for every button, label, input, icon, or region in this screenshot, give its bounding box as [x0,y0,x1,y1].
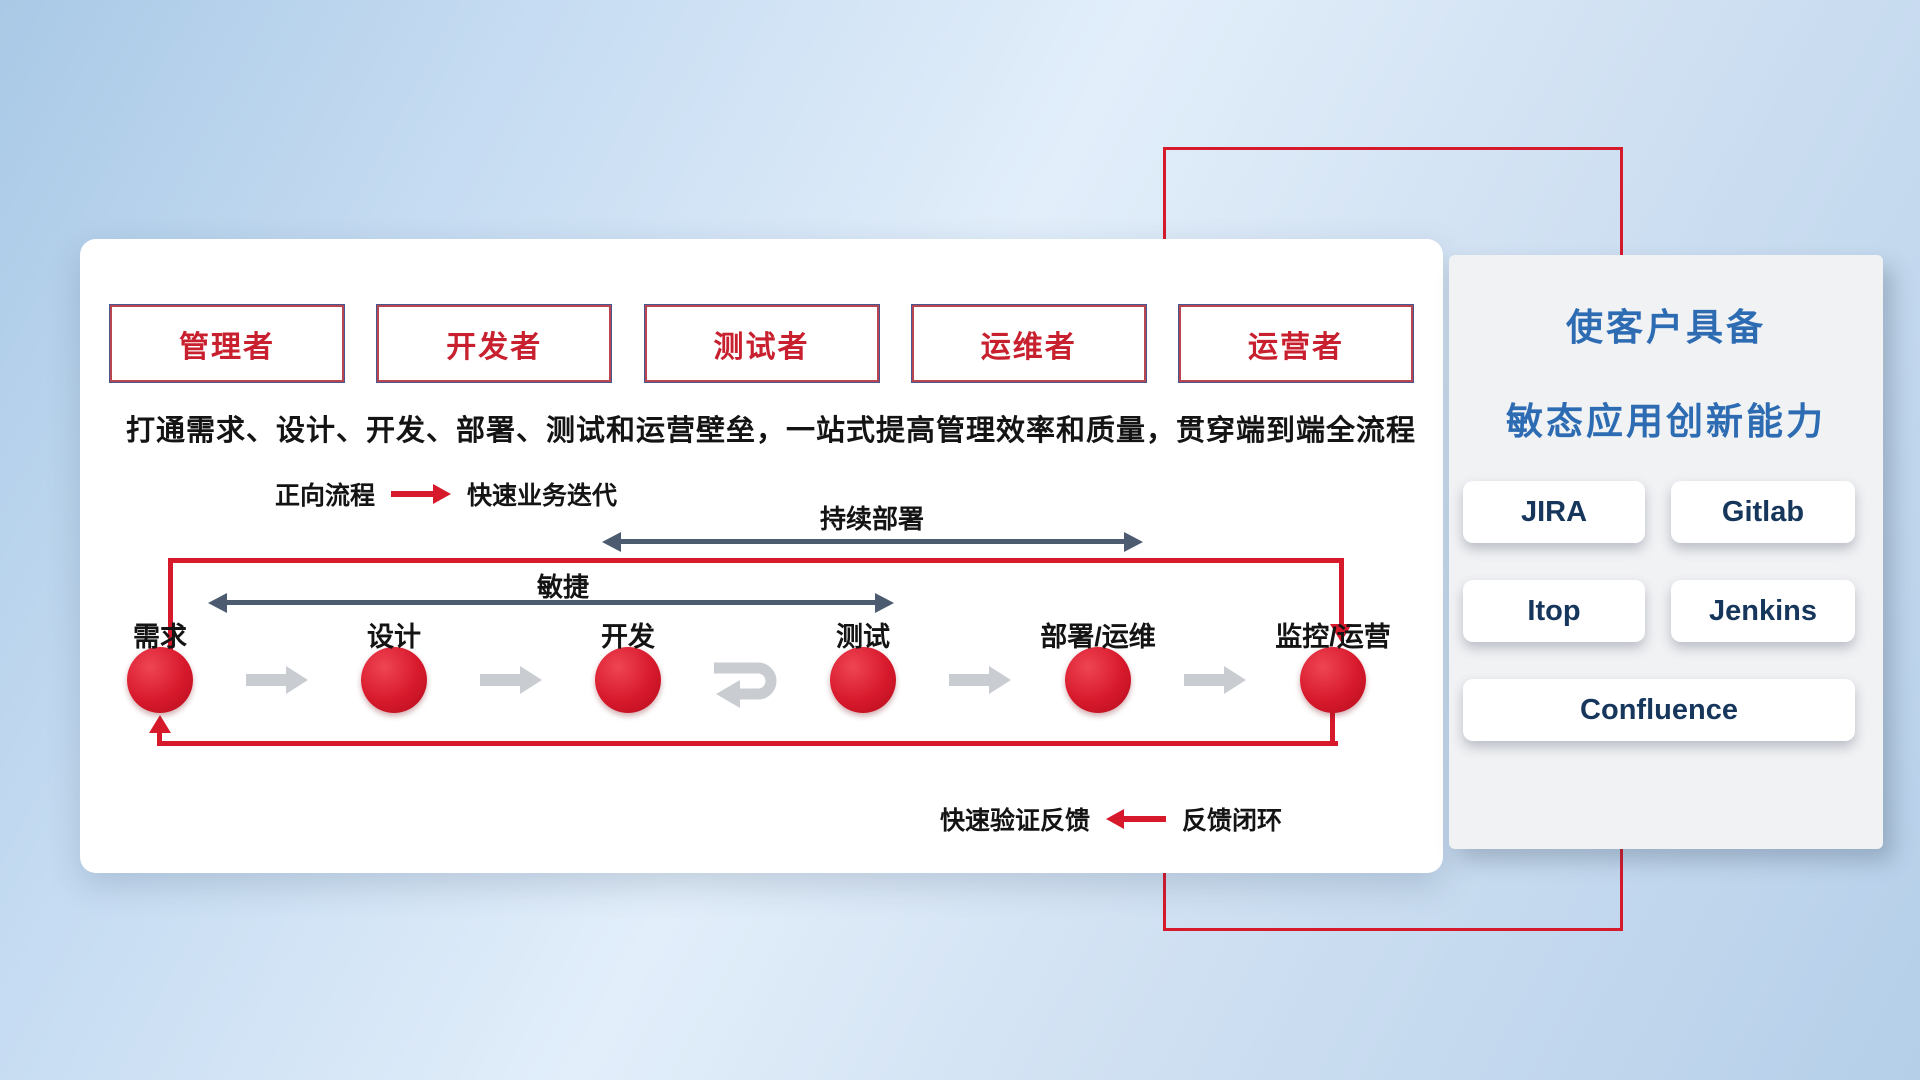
role-box-manager: 管理者 [110,305,344,382]
role-box-developer: 开发者 [377,305,612,382]
arrow-body [246,674,286,686]
feedback-loop-line-up [157,732,162,746]
stage-label-test: 测试 [836,622,890,652]
tool-chip-jenkins: Jenkins [1671,580,1855,642]
tool-chip-itop: Itop [1463,580,1645,642]
devops-flow-card: 管理者 开发者 测试者 运维者 运营者 打通需求、设计、开发、部署、测试和运营壁… [80,239,1443,873]
feedback-loop-line-right [1330,709,1335,746]
role-label: 开发者 [446,330,543,364]
continuous-deploy-arrow-icon [602,531,1143,552]
forward-flow-label: 正向流程 [275,482,376,510]
arrow-head [1224,666,1246,694]
arrow-head [286,666,308,694]
iteration-loop-icon [714,662,777,708]
forward-loop-line-down [1339,558,1344,624]
stage-label-design: 设计 [367,622,421,652]
flow-arrow-icon [949,666,1011,694]
role-label: 运维者 [980,330,1077,364]
panel-title-line2: 敏态应用创新能力 [1506,401,1826,442]
arrow-body [391,491,434,497]
role-label: 测试者 [713,330,810,364]
continuous-deploy-label: 持续部署 [819,504,925,534]
capability-panel: 使客户具备 敏态应用创新能力 JIRA Gitlab Itop Jenkins … [1449,255,1883,849]
forward-arrow-icon [391,484,452,504]
arrow-head-left [602,531,621,552]
arrow-body [1184,674,1224,686]
forward-loop-arrowhead-icon [1330,624,1352,642]
node-develop [595,647,661,713]
arrow-head [989,666,1011,694]
stage-label-develop: 开发 [601,622,655,652]
stage-label-monitor-ops: 监控/运营 [1275,622,1391,652]
arrow-head-right [875,592,894,613]
flow-arrow-icon [480,666,542,694]
forward-loop-line-left [168,558,173,653]
flow-arrow-icon [1184,666,1246,694]
role-label: 运营者 [1248,330,1344,364]
role-box-operator: 运营者 [1179,305,1413,382]
arrow-head [433,484,452,504]
description-text: 打通需求、设计、开发、部署、测试和运营壁垒，一站式提高管理效率和质量，贯穿端到端… [126,415,1417,447]
stage-label-deploy-ops: 部署/运维 [1040,622,1156,652]
arrow-head [520,666,542,694]
arrow-head [1106,809,1125,829]
legend-feedback: 快速验证反馈 反馈闭环 [940,801,1282,837]
tool-chip-jira: JIRA [1463,481,1645,543]
feedback-value: 反馈闭环 [1182,807,1283,835]
arrow-head-right [1124,531,1143,552]
node-requirement [127,647,193,713]
panel-title-line1: 使客户具备 [1566,307,1766,348]
node-monitor-ops [1300,647,1366,713]
arrow-head-left [208,592,227,613]
arrow-body [1124,816,1167,822]
agile-arrow-icon [208,592,894,613]
roles-row: 管理者 开发者 测试者 运维者 运营者 [110,305,1413,382]
legend-forward: 正向流程 快速业务迭代 [275,476,617,512]
feedback-loop-line-bottom [157,741,1338,746]
tool-chip-gitlab: Gitlab [1671,481,1855,543]
flow-arrow-icon [246,666,308,694]
forward-loop-line-top [168,558,1343,563]
role-label: 管理者 [179,330,275,364]
feedback-arrow-icon [1106,809,1167,829]
node-design [361,647,427,713]
role-box-ops: 运维者 [911,305,1146,382]
stage-label-requirement: 需求 [133,622,187,652]
arrow-body [480,674,520,686]
tool-chip-confluence: Confluence [1463,679,1855,741]
feedback-loop-arrowhead-icon [149,715,171,733]
arrow-body [949,674,989,686]
forward-flow-value: 快速业务迭代 [467,482,618,510]
node-deploy-ops [1065,647,1131,713]
node-test [830,647,896,713]
agile-label: 敏捷 [536,572,590,602]
role-box-tester: 测试者 [644,305,879,382]
feedback-label: 快速验证反馈 [940,807,1091,835]
